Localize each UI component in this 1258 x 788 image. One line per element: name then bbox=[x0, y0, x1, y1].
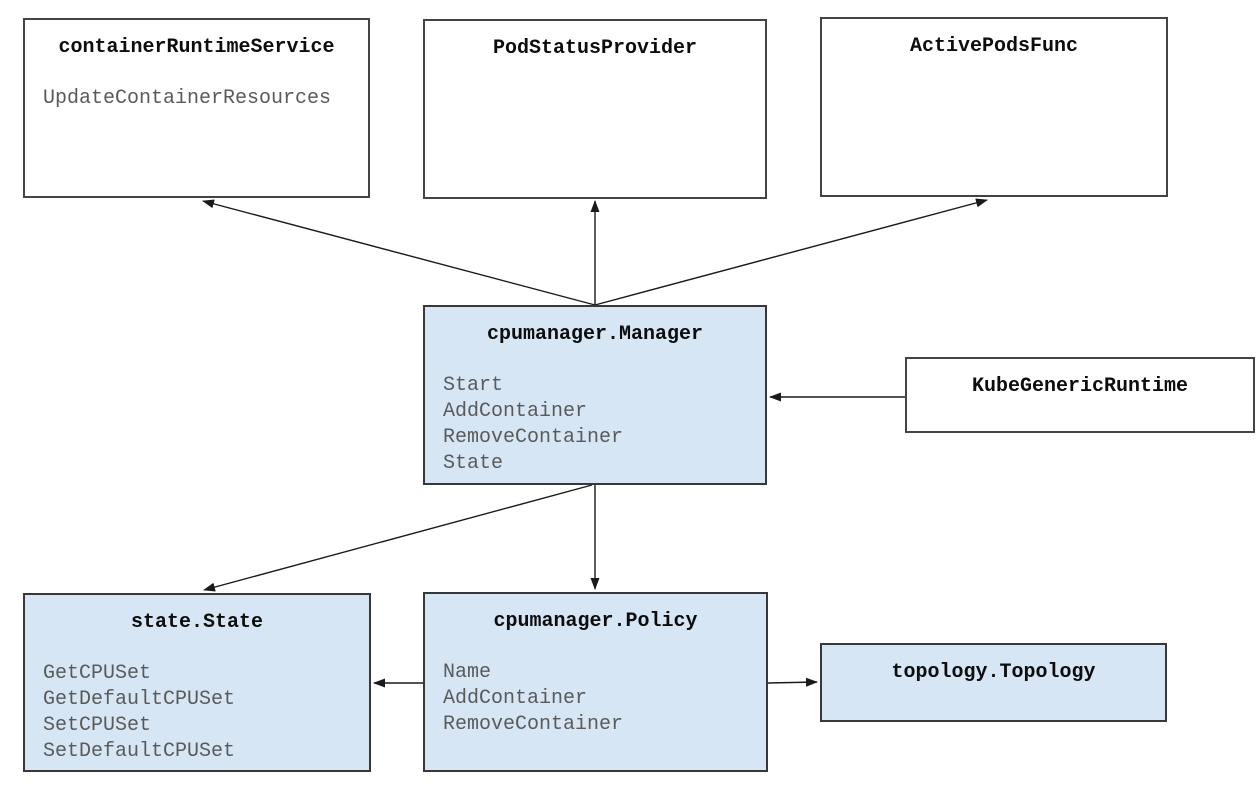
arrow-manager-to-active-pods-func bbox=[594, 198, 988, 306]
method-item: GetCPUSet bbox=[43, 662, 152, 685]
arrow-manager-to-container-runtime-service bbox=[202, 199, 596, 306]
node-title: topology.Topology bbox=[891, 661, 1096, 684]
method-item: RemoveContainer bbox=[443, 713, 624, 736]
node-cpumanager-policy: cpumanager.Policy Name AddContainer Remo… bbox=[423, 592, 768, 772]
node-topology-topology: topology.Topology bbox=[820, 643, 1167, 722]
node-title: state.State bbox=[130, 611, 264, 634]
method-item: GetDefaultCPUSet bbox=[43, 688, 236, 711]
node-cpumanager-manager: cpumanager.Manager Start AddContainer Re… bbox=[423, 305, 767, 485]
node-kube-generic-runtime: KubeGenericRuntime bbox=[905, 357, 1255, 433]
method-item: Name bbox=[443, 661, 492, 684]
node-method-list: Name AddContainer RemoveContainer bbox=[443, 660, 766, 738]
arrow-policy-to-topology bbox=[767, 677, 818, 687]
node-title: containerRuntimeService bbox=[58, 36, 335, 59]
node-state-state: state.State GetCPUSet GetDefaultCPUSet S… bbox=[23, 593, 371, 772]
arrow-manager-to-state-state bbox=[203, 484, 593, 592]
node-method-list: Start AddContainer RemoveContainer State bbox=[443, 373, 765, 477]
method-item: SetDefaultCPUSet bbox=[43, 740, 236, 763]
node-title: cpumanager.Policy bbox=[493, 610, 698, 633]
node-active-pods-func: ActivePodsFunc bbox=[820, 17, 1168, 197]
node-method-list: GetCPUSet GetDefaultCPUSet SetCPUSet Set… bbox=[43, 661, 369, 765]
node-method-list: UpdateContainerResources bbox=[43, 86, 368, 112]
method-item: AddContainer bbox=[443, 400, 588, 423]
node-title: PodStatusProvider bbox=[492, 37, 698, 60]
method-item: UpdateContainerResources bbox=[43, 87, 332, 110]
method-item: SetCPUSet bbox=[43, 714, 152, 737]
method-item: State bbox=[443, 452, 504, 475]
node-title: KubeGenericRuntime bbox=[971, 375, 1189, 398]
method-item: AddContainer bbox=[443, 687, 588, 710]
node-pod-status-provider: PodStatusProvider bbox=[423, 19, 767, 199]
node-title: ActivePodsFunc bbox=[909, 35, 1079, 58]
method-item: RemoveContainer bbox=[443, 426, 624, 449]
method-item: Start bbox=[443, 374, 504, 397]
node-container-runtime-service: containerRuntimeService UpdateContainerR… bbox=[23, 18, 370, 198]
node-title: cpumanager.Manager bbox=[486, 323, 704, 346]
